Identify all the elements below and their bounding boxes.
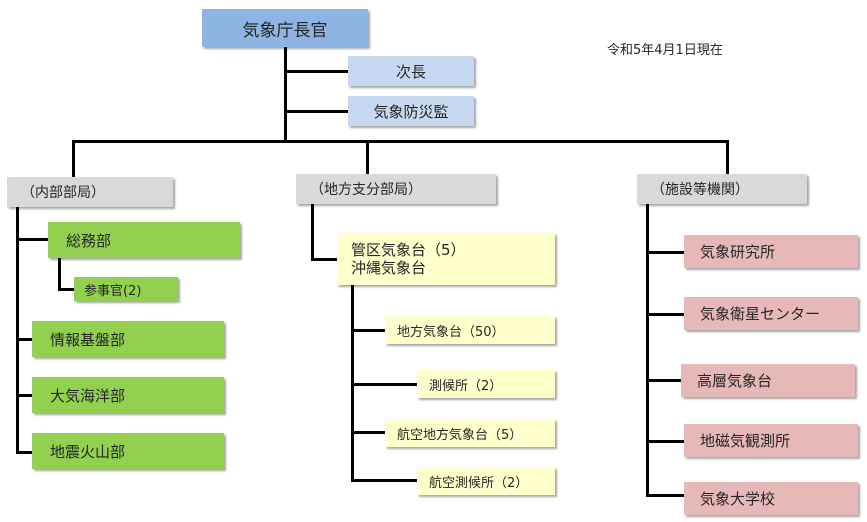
facility-item-label: 地磁気観測所	[700, 432, 791, 450]
director-general-box: 気象庁長官	[202, 9, 368, 47]
connector-internal-spine	[16, 207, 19, 454]
regional-item-weather-station: 測候所（2）	[417, 370, 555, 398]
facility-item-meteorological-college: 気象大学校	[684, 482, 858, 515]
director-general-label: 気象庁長官	[242, 20, 328, 41]
connector-regional-3	[351, 431, 385, 434]
connector-internal-4	[16, 451, 32, 454]
facility-item-geomagnetic-observatory: 地磁気観測所	[684, 424, 858, 457]
group-header-internal-label: （内部部局）	[21, 185, 105, 201]
connector-regional-branch-main	[311, 258, 337, 261]
as-of-date-label: 令和5年4月1日現在	[607, 43, 723, 58]
internal-subitem-label: 参事官(2)	[84, 283, 142, 299]
regional-item-aviation-observatory: 航空地方気象台（5）	[385, 419, 555, 447]
internal-item-label: 地震火山部	[50, 442, 126, 461]
connector-drop-facilities	[726, 140, 729, 175]
connector-trunk	[284, 47, 287, 141]
connector-sub-spine	[58, 258, 61, 291]
connector-internal-2	[16, 338, 32, 341]
internal-item-atmosphere-ocean: 大気海洋部	[32, 377, 224, 413]
connector-internal-3	[16, 394, 32, 397]
connector-facilities-5	[646, 494, 684, 497]
disaster-prevention-director-label: 気象防災監	[373, 102, 449, 121]
connector-sub-branch	[58, 288, 74, 291]
connector-internal-1	[16, 238, 48, 241]
connector-staff-2	[284, 110, 348, 113]
internal-item-label: 大気海洋部	[50, 386, 126, 405]
internal-item-label: 総務部	[66, 231, 112, 250]
connector-regional-2	[351, 383, 417, 386]
regional-item-label: 航空測候所（2）	[429, 475, 529, 491]
regional-item-local-observatory: 地方気象台（50）	[385, 316, 555, 344]
regional-main-line2: 沖縄気象台	[351, 259, 427, 277]
facility-item-research-institute: 気象研究所	[684, 235, 858, 268]
connector-staff-1	[284, 70, 348, 73]
regional-item-label: 測候所（2）	[429, 378, 503, 394]
facility-item-satellite-center: 気象衛星センター	[684, 297, 858, 330]
regional-item-label: 地方気象台（50）	[397, 324, 505, 340]
internal-item-label: 情報基盤部	[50, 330, 126, 349]
connector-drop-internal	[72, 140, 75, 177]
connector-facilities-4	[646, 440, 684, 443]
regional-item-label: 航空地方気象台（5）	[397, 427, 523, 443]
facility-item-aerological-observatory: 高層気象台	[681, 364, 855, 397]
group-header-internal: （内部部局）	[7, 177, 173, 207]
connector-facilities-2	[646, 313, 684, 316]
facility-item-label: 気象衛星センター	[700, 305, 821, 323]
deputy-director-label: 次長	[395, 62, 426, 81]
regional-main-box: 管区気象台（5） 沖縄気象台	[337, 233, 555, 285]
group-header-facilities: （施設等機関）	[637, 174, 807, 204]
connector-drop-regional	[366, 140, 369, 175]
internal-item-seismology-volcanology: 地震火山部	[32, 433, 224, 469]
connector-facilities-3	[646, 379, 684, 382]
regional-main-line1: 管区気象台（5）	[351, 241, 466, 259]
internal-item-information-infrastructure: 情報基盤部	[32, 321, 224, 357]
disaster-prevention-director-box: 気象防災監	[348, 96, 474, 126]
regional-item-aviation-station: 航空測候所（2）	[417, 467, 555, 495]
internal-item-general-affairs: 総務部	[48, 222, 240, 258]
deputy-director-box: 次長	[348, 56, 474, 86]
group-header-facilities-label: （施設等機関）	[651, 182, 749, 198]
connector-facilities-spine	[646, 204, 649, 496]
connector-facilities-1	[646, 251, 684, 254]
group-header-regional: （地方支分部局）	[296, 174, 496, 204]
connector-bus	[72, 140, 729, 143]
facility-item-label: 気象大学校	[700, 490, 776, 508]
connector-regional-4	[351, 479, 417, 482]
connector-regional-1	[351, 329, 385, 332]
group-header-regional-label: （地方支分部局）	[310, 182, 422, 198]
facility-item-label: 高層気象台	[697, 372, 773, 390]
connector-regional-spine-top	[311, 204, 314, 261]
facility-item-label: 気象研究所	[700, 243, 776, 261]
internal-subitem-councillor: 参事官(2)	[74, 277, 178, 301]
